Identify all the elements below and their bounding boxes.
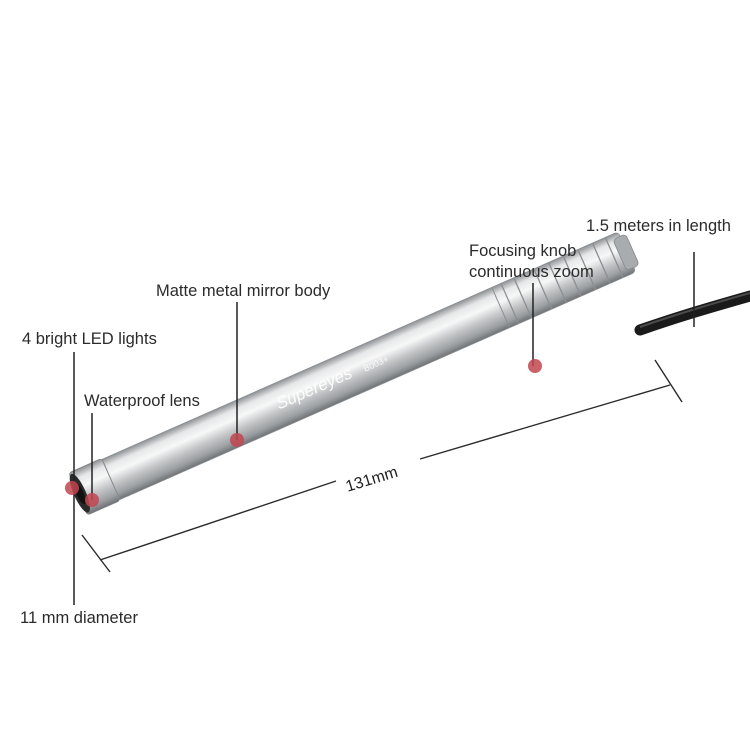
focusing-knob-grooves [500,237,624,324]
label-diameter: 11 mm diameter [20,609,138,627]
marker-led [65,481,79,495]
usb-cable [634,290,750,336]
label-body: Matte metal mirror body [156,282,331,300]
marker-body [230,433,244,447]
dimension-line [81,359,683,573]
marker-lens [85,493,99,507]
leader-lines [73,252,695,605]
dimension-label: 131mm [344,464,400,496]
callout-markers [65,359,542,507]
cable-highlight [639,292,750,328]
label-focusing-knob: Focusing knob [469,242,577,260]
endoscope-body: Supereyes B003+ [69,232,639,515]
label-continuous-zoom: continuous zoom [469,263,594,281]
label-led-lights: 4 bright LED lights [22,330,157,348]
label-waterproof-lens: Waterproof lens [84,392,200,410]
rear-cap [613,234,639,270]
label-cable-length: 1.5 meters in length [586,217,731,235]
marker-knob [528,359,542,373]
